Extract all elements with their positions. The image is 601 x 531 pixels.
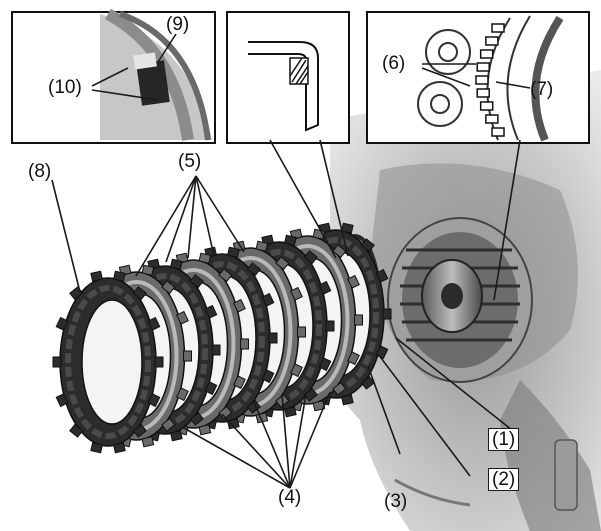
basket-tooth [481, 50, 493, 58]
basket-tooth [476, 76, 488, 84]
clutch-plate-stack [53, 223, 391, 453]
callout-4: (4) [278, 488, 301, 507]
basket-tooth [481, 102, 493, 110]
leader-line-5e [196, 176, 244, 252]
leader-line-4b [222, 414, 290, 488]
callout-5: (5) [178, 152, 201, 171]
basket-tooth [477, 63, 489, 71]
leader-line-4a [184, 428, 290, 488]
basket-tooth [492, 128, 504, 136]
leader-line-8 [52, 180, 80, 292]
callout-6: (6) [382, 54, 405, 73]
inset-basket-finger-detail [367, 12, 589, 143]
callout-2: (2) [488, 468, 519, 491]
clutch-center-hub [422, 260, 482, 332]
callout-3: (3) [384, 492, 407, 511]
basket-tooth [486, 115, 498, 123]
callout-10: (10) [48, 78, 82, 97]
inset-step-detail [227, 12, 349, 143]
callout-7: (7) [530, 80, 553, 99]
basket-tooth [486, 37, 498, 45]
callout-1: (1) [488, 428, 519, 451]
basket-tooth [477, 89, 489, 97]
callout-8: (8) [28, 162, 51, 181]
leader-line-5d [196, 176, 214, 256]
basket-tooth [492, 24, 504, 32]
callout-9: (9) [166, 15, 189, 34]
